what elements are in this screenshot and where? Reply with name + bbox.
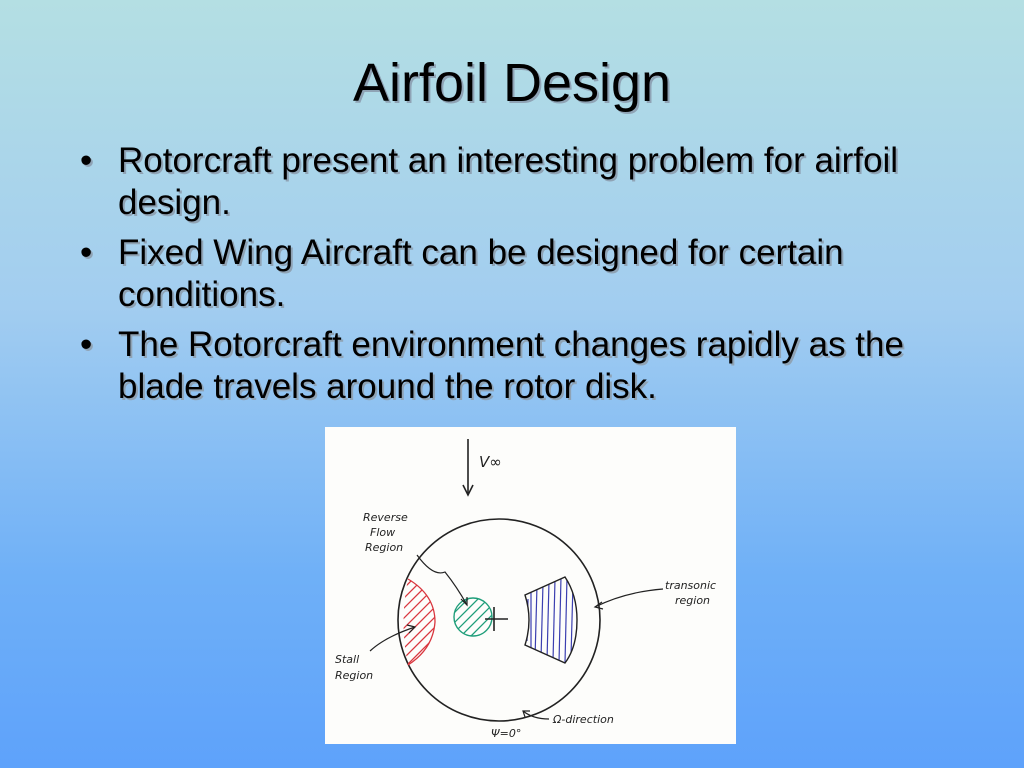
rotor-hub	[485, 607, 508, 631]
stall-pointer	[369, 626, 416, 652]
transonic-arrowhead	[593, 601, 604, 610]
psi-label: Ψ=0°	[491, 727, 521, 740]
freestream-label: V∞	[479, 453, 502, 471]
direction-label: Ω-direction	[552, 713, 614, 726]
rotor-disk-circle	[397, 518, 601, 722]
transonic-label: transonic region	[665, 579, 720, 607]
direction-arrow	[522, 710, 550, 720]
bullet-text: Fixed Wing Aircraft can be designed for …	[118, 233, 844, 314]
freestream-arrow	[462, 439, 474, 497]
rotor-disk-figure: V∞	[325, 427, 736, 744]
reverse-flow-pointer	[416, 554, 468, 606]
bullet-dot: •	[80, 141, 93, 180]
transonic-label-line: transonic	[665, 579, 716, 592]
bullet-text: The Rotorcraft environment changes rapid…	[118, 325, 904, 406]
transonic-pointer	[594, 588, 664, 608]
reverse-flow-label-line: Region	[365, 541, 403, 554]
transonic-label-line: region	[675, 594, 710, 607]
bullet-item: • Rotorcraft present an interesting probl…	[80, 140, 960, 224]
stall-label-line: Region	[335, 669, 373, 682]
slide-title: Airfoil Design	[352, 53, 672, 113]
reverse-flow-region	[453, 597, 493, 637]
stall-region	[403, 578, 436, 666]
bullet-dot: •	[80, 325, 93, 364]
bullet-text: Rotorcraft present an interesting proble…	[118, 141, 899, 222]
direction-arrowhead	[522, 710, 530, 718]
reverse-flow-arrowhead	[460, 597, 468, 607]
reverse-flow-label: Reverse Flow Region	[363, 511, 411, 554]
stall-arrowhead	[406, 624, 417, 634]
rotor-disk-diagram: V∞	[335, 439, 720, 740]
reverse-flow-label-line: Reverse	[363, 511, 408, 524]
bullet-dot: •	[80, 233, 93, 272]
bullet-item: • The Rotorcraft environment changes rapi…	[80, 324, 960, 408]
bullet-item: • Fixed Wing Aircraft can be designed for…	[80, 232, 960, 316]
stall-label-line: Stall	[335, 653, 359, 666]
stall-label: Stall Region	[335, 653, 373, 682]
reverse-flow-label-line: Flow	[370, 526, 395, 539]
transonic-region	[524, 576, 578, 664]
bullet-list: • Rotorcraft present an interesting probl…	[80, 140, 960, 416]
